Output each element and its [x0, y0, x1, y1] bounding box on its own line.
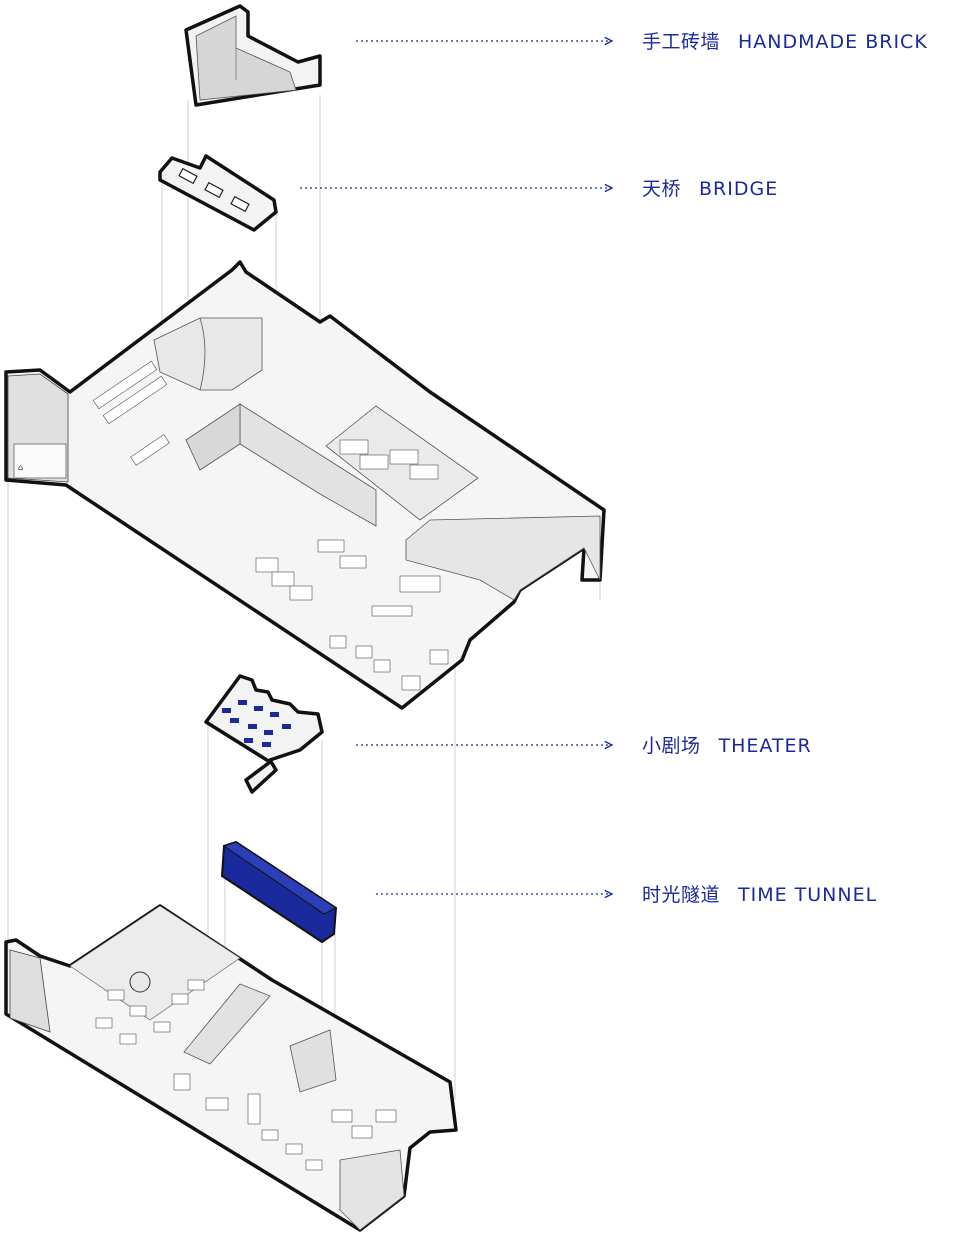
- label-bridge: 天桥 BRIDGE: [642, 180, 778, 199]
- label-theater-en: THEATER: [718, 735, 812, 757]
- label-brick-en: HANDMADE BRICK: [738, 31, 928, 53]
- label-theater: 小剧场 THEATER: [642, 737, 812, 756]
- time-tunnel-block: [220, 840, 338, 944]
- label-tunnel-cn: 时光隧道: [642, 884, 721, 906]
- label-bridge-en: BRIDGE: [699, 178, 779, 200]
- handmade-brick-wall: [184, 4, 322, 107]
- label-brick-cn: 手工砖墙: [642, 31, 721, 53]
- main-floor-plan: ⌂: [4, 260, 606, 710]
- bridge-piece: [158, 154, 278, 232]
- label-theater-cn: 小剧场: [642, 735, 701, 757]
- label-tunnel-en: TIME TUNNEL: [738, 884, 878, 906]
- label-handmade-brick: 手工砖墙 HANDMADE BRICK: [642, 33, 928, 52]
- leader-arrows: [300, 41, 612, 894]
- label-bridge-cn: 天桥: [642, 178, 682, 200]
- lower-floor-plan: [4, 904, 458, 1232]
- label-time-tunnel: 时光隧道 TIME TUNNEL: [642, 886, 877, 905]
- projection-guides: [7, 95, 601, 1100]
- svg-text:⌂: ⌂: [18, 463, 23, 472]
- theater-piece: [204, 674, 324, 794]
